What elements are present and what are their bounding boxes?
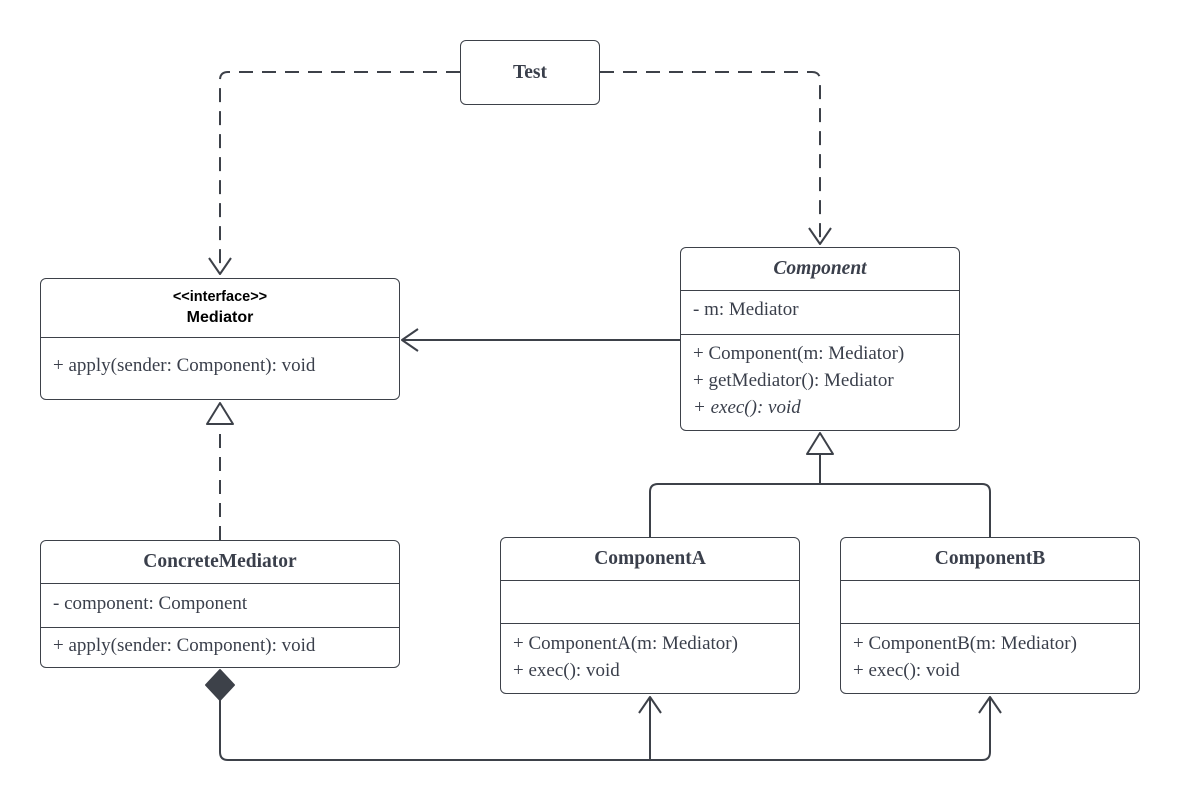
component-b-title: ComponentB xyxy=(934,548,1046,569)
method-line: + getMediator(): Mediator xyxy=(693,370,894,391)
dependency-test-to-component-arrowhead xyxy=(808,227,832,245)
composition-arrowhead-component-a xyxy=(638,696,662,714)
component-b-separator-2 xyxy=(841,623,1139,624)
concrete-mediator-methods: + apply(sender: Component): void xyxy=(53,632,391,659)
component-methods: + Component(m: Mediator) + getMediator()… xyxy=(693,340,951,421)
concrete-mediator-separator-1 xyxy=(41,583,399,584)
composition-arrowhead-component-b xyxy=(978,696,1002,714)
composition-diamond xyxy=(205,669,235,701)
mediator-methods: + apply(sender: Component): void xyxy=(53,352,391,379)
composition-line xyxy=(219,697,991,761)
method-line: + apply(sender: Component): void xyxy=(53,635,316,656)
concrete-mediator-attributes: - component: Component xyxy=(53,590,391,617)
method-line: + apply(sender: Component): void xyxy=(53,355,316,376)
component-separator-1 xyxy=(681,290,959,291)
mediator-title: Mediator xyxy=(186,309,254,326)
dependency-test-to-mediator-arrowhead xyxy=(208,257,232,275)
component-separator-2 xyxy=(681,334,959,335)
component-b-class-box[interactable]: ComponentB + ComponentB(m: Mediator) + e… xyxy=(840,537,1140,694)
method-line: + ComponentB(m: Mediator) xyxy=(853,633,1077,654)
concrete-mediator-separator-2 xyxy=(41,627,399,628)
generalization-component-b-to-component xyxy=(820,483,991,538)
attribute-line: - component: Component xyxy=(53,593,248,614)
generalization-triangle xyxy=(806,432,834,455)
component-b-separator-1 xyxy=(841,580,1139,581)
component-class-box[interactable]: Component - m: Mediator + Component(m: M… xyxy=(680,247,960,431)
component-a-separator-1 xyxy=(501,580,799,581)
method-line: + exec(): void xyxy=(853,660,960,681)
concrete-mediator-title: ConcreteMediator xyxy=(143,551,297,572)
attribute-line: - m: Mediator xyxy=(693,299,799,320)
method-line: + ComponentA(m: Mediator) xyxy=(513,633,738,654)
method-line: + Component(m: Mediator) xyxy=(693,343,905,364)
dependency-test-to-mediator xyxy=(219,71,460,274)
generalization-component-a-to-component xyxy=(649,483,820,538)
test-box[interactable]: Test xyxy=(460,40,600,105)
component-b-methods: + ComponentB(m: Mediator) + exec(): void xyxy=(853,630,1131,684)
test-title: Test xyxy=(513,61,547,83)
component-a-separator-2 xyxy=(501,623,799,624)
component-title: Component xyxy=(773,258,867,279)
mediator-class-box[interactable]: <<interface>> Mediator + apply(sender: C… xyxy=(40,278,400,400)
realization-triangle xyxy=(206,402,234,425)
mediator-separator xyxy=(41,337,399,338)
component-a-methods: + ComponentA(m: Mediator) + exec(): void xyxy=(513,630,791,684)
method-line-abstract: + exec(): void xyxy=(693,397,801,418)
component-a-title: ComponentA xyxy=(594,548,706,569)
dependency-test-to-component xyxy=(600,71,821,244)
association-component-to-mediator-arrowhead xyxy=(401,328,419,352)
concrete-mediator-class-box[interactable]: ConcreteMediator - component: Component … xyxy=(40,540,400,668)
method-line: + exec(): void xyxy=(513,660,620,681)
mediator-stereotype: <<interface>> xyxy=(172,289,268,305)
component-a-class-box[interactable]: ComponentA + ComponentA(m: Mediator) + e… xyxy=(500,537,800,694)
component-attributes: - m: Mediator xyxy=(693,296,951,323)
